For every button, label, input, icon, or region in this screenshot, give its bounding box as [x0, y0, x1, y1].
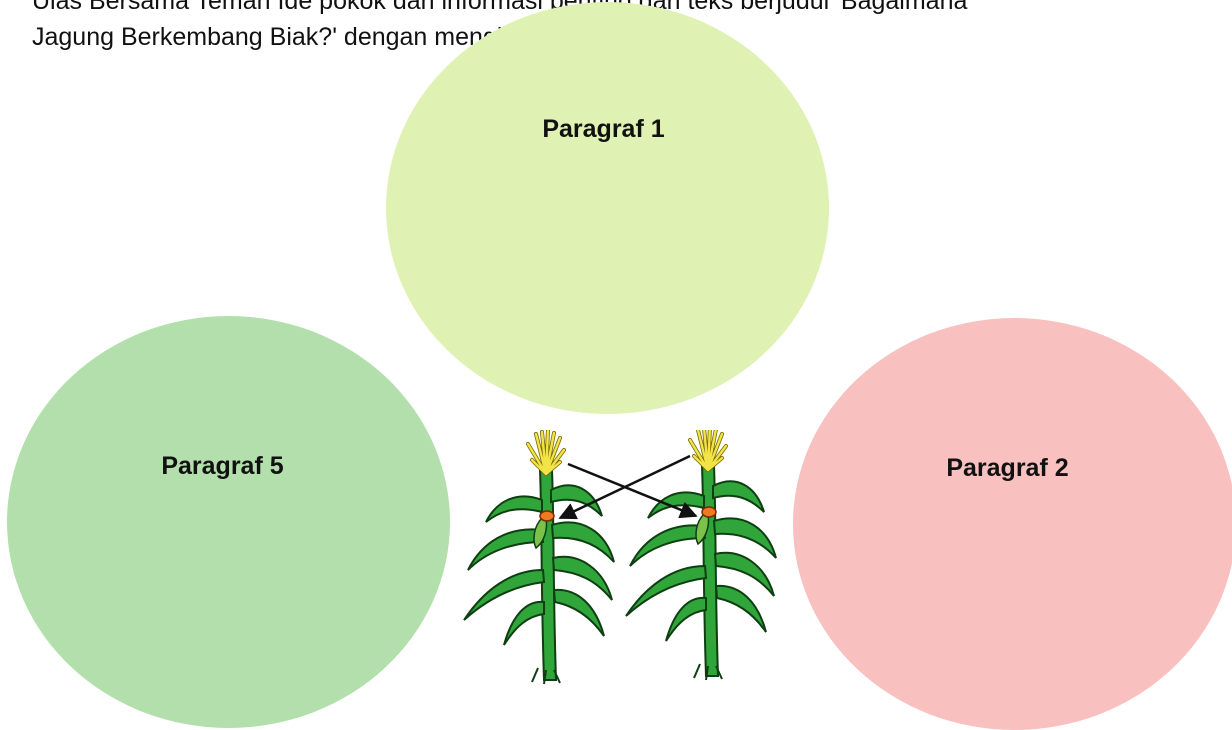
pollination-arrow-left-to-right	[567, 462, 698, 519]
corn-plant-left	[462, 430, 616, 685]
instruction-line-1: Ulas Bersama Teman Ide pokok dan informa…	[32, 0, 968, 15]
paragraph-2-circle[interactable]: Paragraf 2	[793, 318, 1232, 730]
paragraph-5-circle[interactable]: Paragraf 5	[7, 316, 450, 728]
paragraph-2-label: Paragraf 2	[946, 454, 1069, 482]
paragraph-5-label: Paragraf 5	[161, 452, 284, 480]
paragraph-1-circle[interactable]: Paragraf 1	[386, 2, 829, 414]
paragraph-1-label: Paragraf 1	[542, 115, 665, 143]
corn-plant-right	[624, 430, 778, 682]
pollination-arrow-right-to-left	[558, 454, 691, 520]
corn-plants-illustration	[462, 430, 778, 685]
